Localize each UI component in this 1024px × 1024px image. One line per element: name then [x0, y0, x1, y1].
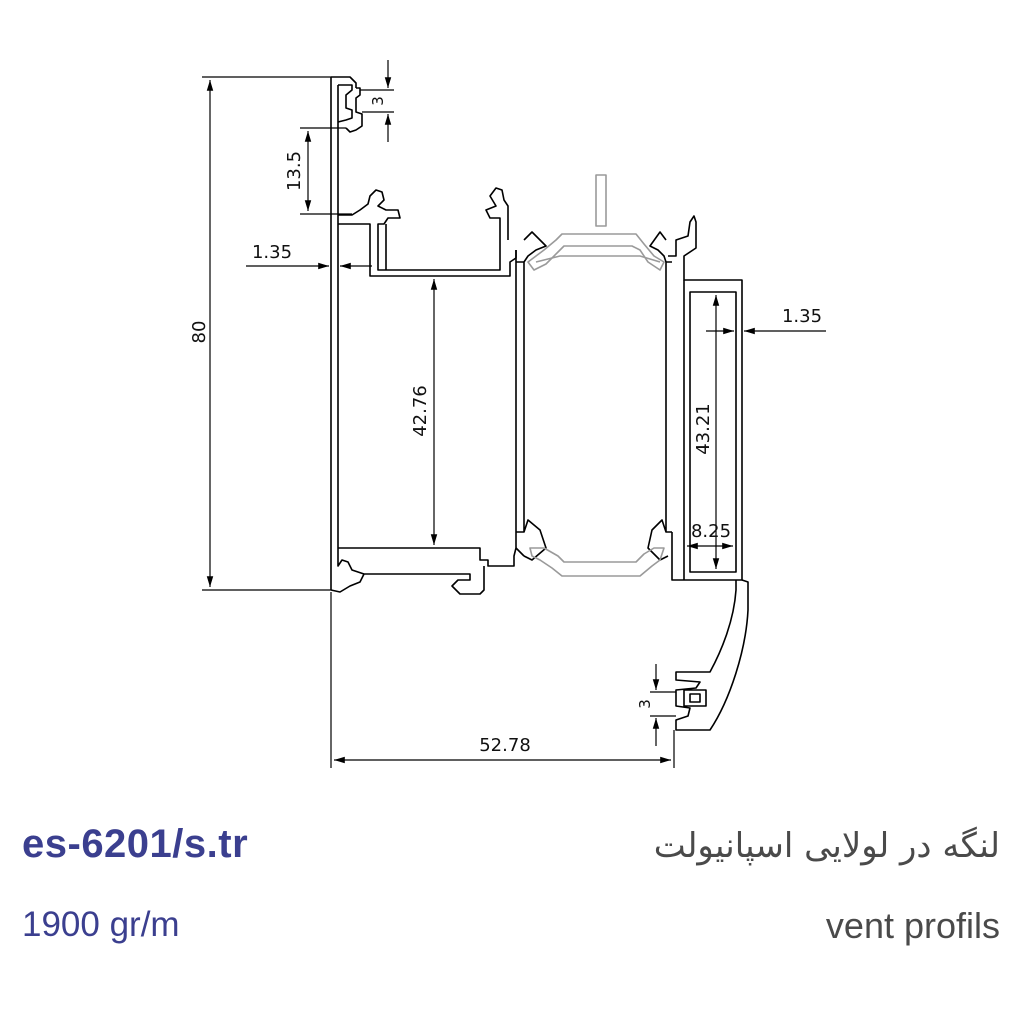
center-chamber-left	[515, 231, 547, 561]
dim-42-76-label: 42.76	[410, 385, 431, 437]
dim-43-21-label: 43.21	[693, 403, 714, 455]
right-wing	[675, 579, 749, 731]
profile-drawing: 80 3 13.5 1.35 42.76 43.21 1.35 8.25 3 5…	[189, 60, 826, 768]
left-inner-box	[338, 223, 517, 277]
dim-52-78-label: 52.78	[479, 735, 531, 756]
left-chamber	[338, 228, 517, 567]
dimension-lines	[202, 60, 826, 768]
dim-80-label: 80	[189, 321, 210, 344]
bottom-left-hook	[330, 548, 485, 595]
top-gasket	[527, 174, 665, 271]
dim-13-5-label: 13.5	[284, 151, 305, 191]
top-hook	[337, 84, 363, 133]
gasket-profile	[527, 174, 665, 577]
right-small-hook	[668, 215, 743, 290]
product-weight: 1900 gr/m	[22, 905, 180, 944]
product-title-english: vent profils	[825, 905, 1000, 946]
dimension-labels: 80 3 13.5 1.35 42.76 43.21 1.35 8.25 3 5…	[189, 96, 822, 756]
profile-outline	[330, 76, 749, 731]
dim-3-top-label: 3	[369, 96, 387, 106]
center-chamber-right	[647, 231, 672, 561]
product-title-persian: لنگه در لولایی اسپانیولت	[653, 826, 1000, 866]
right-box	[671, 280, 743, 581]
left-wall	[330, 76, 357, 590]
right-wing-slots	[689, 693, 701, 703]
dim-8-25-label: 8.25	[691, 521, 731, 542]
upper-hook	[338, 187, 509, 271]
dim-1-35-left-label: 1.35	[252, 242, 292, 263]
product-code: es-6201/s.tr	[22, 822, 249, 866]
dim-1-35-right-label: 1.35	[782, 306, 822, 327]
bottom-gasket	[529, 255, 665, 577]
dim-3-bottom-label: 3	[636, 699, 654, 709]
